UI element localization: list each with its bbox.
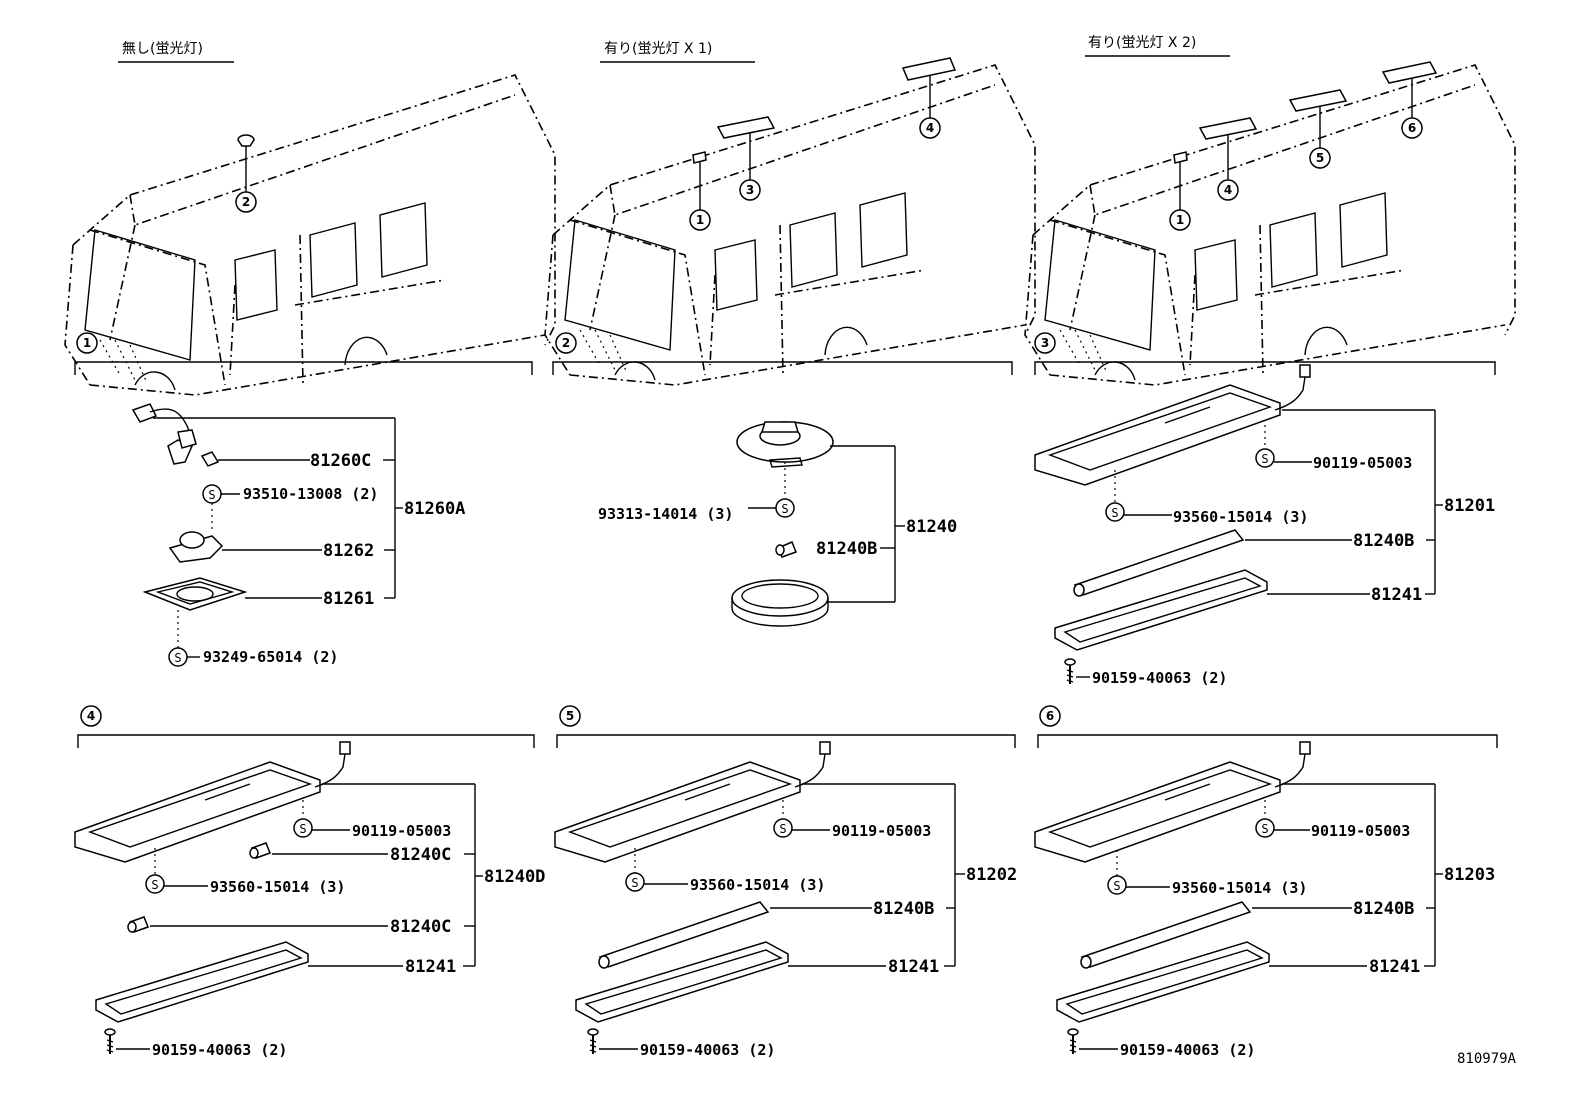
section-marker-4: 4 bbox=[77, 705, 535, 748]
vehicle-3-callouts: 1 4 5 6 bbox=[1169, 61, 1438, 231]
part-93560-15014: 93560-15014 (3) bbox=[210, 878, 345, 896]
part-93560-15014: 93560-15014 (3) bbox=[690, 876, 825, 894]
svg-text:1: 1 bbox=[83, 336, 91, 350]
section-marker-3: 3 bbox=[1034, 332, 1496, 375]
part-90159-40063: 90159-40063 (2) bbox=[640, 1041, 775, 1059]
part-93510-13008: 93510-13008 (2) bbox=[243, 485, 378, 503]
part-90119-05003: 90119-05003 bbox=[352, 822, 451, 840]
assembly-81260A: 81260A bbox=[404, 499, 465, 519]
assembly-81240D: 81240D bbox=[484, 867, 545, 887]
section-marker-2: 2 bbox=[552, 332, 1013, 375]
part-90159-40063: 90159-40063 (2) bbox=[1092, 669, 1227, 687]
svg-text:6: 6 bbox=[1408, 121, 1416, 135]
part-81240C: 81240C bbox=[390, 845, 451, 865]
svg-text:1: 1 bbox=[1176, 213, 1184, 227]
section-marker-6: 6 bbox=[1037, 705, 1498, 748]
svg-text:6: 6 bbox=[1046, 709, 1054, 723]
vehicle-1-dome-lamp: 2 bbox=[235, 134, 257, 213]
assembly-81240: 81240 bbox=[906, 517, 957, 537]
part-90119-05003: 90119-05003 bbox=[1313, 454, 1412, 472]
part-81260C: 81260C bbox=[310, 451, 371, 471]
assembly-81201: 81201 bbox=[1444, 496, 1495, 516]
assembly-81203: 81203 bbox=[1444, 865, 1495, 885]
part-81240B: 81240B bbox=[873, 899, 934, 919]
part-81241: 81241 bbox=[888, 957, 939, 977]
part-81241: 81241 bbox=[1371, 585, 1422, 605]
svg-text:5: 5 bbox=[1316, 151, 1324, 165]
section-marker-5: 5 bbox=[556, 705, 1016, 748]
svg-text:2: 2 bbox=[562, 336, 570, 350]
part-93560-15014: 93560-15014 (3) bbox=[1173, 508, 1308, 526]
svg-text:1: 1 bbox=[696, 213, 704, 227]
group-4-fluorescent-lamp: 90119-05003 81240C 93560-15014 (3) 81240… bbox=[74, 741, 545, 1059]
group-6-fluorescent-lamp: 90119-05003 93560-15014 (3) 81240B 81241… bbox=[1034, 741, 1495, 1059]
svg-text:3: 3 bbox=[1041, 336, 1049, 350]
part-81241: 81241 bbox=[405, 957, 456, 977]
svg-text:2: 2 bbox=[242, 195, 250, 209]
svg-text:3: 3 bbox=[746, 183, 754, 197]
variant-header-1: 無し(蛍光灯) bbox=[122, 41, 203, 57]
svg-text:4: 4 bbox=[1224, 183, 1232, 197]
part-81240C-2: 81240C bbox=[390, 917, 451, 937]
group-3-fluorescent-lamp: 90119-05003 93560-15014 (3) 81240B 81241… bbox=[1034, 364, 1495, 687]
group-5-fluorescent-lamp: 90119-05003 93560-15014 (3) 81240B 81241… bbox=[554, 741, 1017, 1059]
part-90119-05003: 90119-05003 bbox=[832, 822, 931, 840]
group-2-map-lamp: 93313-14014 (3) 81240B 81240 bbox=[598, 421, 957, 627]
part-81241: 81241 bbox=[1369, 957, 1420, 977]
group-1-dome-lamp: 81260C 93510-13008 (2) 81262 81261 93249… bbox=[131, 403, 465, 667]
figure-code: 810979A bbox=[1457, 1051, 1517, 1067]
part-81262: 81262 bbox=[323, 541, 374, 561]
part-81240B: 81240B bbox=[816, 539, 877, 559]
part-93313-14014: 93313-14014 (3) bbox=[598, 505, 733, 523]
part-90119-05003: 90119-05003 bbox=[1311, 822, 1410, 840]
vehicle-illustration-1 bbox=[64, 74, 556, 396]
svg-text:5: 5 bbox=[566, 709, 574, 723]
variant-header-3: 有り(蛍光灯 X 2) bbox=[1088, 35, 1196, 51]
part-90159-40063: 90159-40063 (2) bbox=[1120, 1041, 1255, 1059]
svg-text:4: 4 bbox=[926, 121, 934, 135]
svg-text:4: 4 bbox=[87, 709, 95, 723]
part-81240B: 81240B bbox=[1353, 531, 1414, 551]
part-93249-65014: 93249-65014 (2) bbox=[203, 648, 338, 666]
vehicle-2-callouts: 1 3 4 bbox=[689, 57, 957, 231]
assembly-81202: 81202 bbox=[966, 865, 1017, 885]
part-81240B: 81240B bbox=[1353, 899, 1414, 919]
variant-header-2: 有り(蛍光灯 X 1) bbox=[604, 41, 712, 57]
vehicle-illustration-2 bbox=[544, 64, 1036, 386]
part-90159-40063: 90159-40063 (2) bbox=[152, 1041, 287, 1059]
section-marker-1: 1 bbox=[74, 332, 533, 375]
part-81261: 81261 bbox=[323, 589, 374, 609]
part-93560-15014: 93560-15014 (3) bbox=[1172, 879, 1307, 897]
vehicle-illustration-3 bbox=[1024, 64, 1516, 386]
